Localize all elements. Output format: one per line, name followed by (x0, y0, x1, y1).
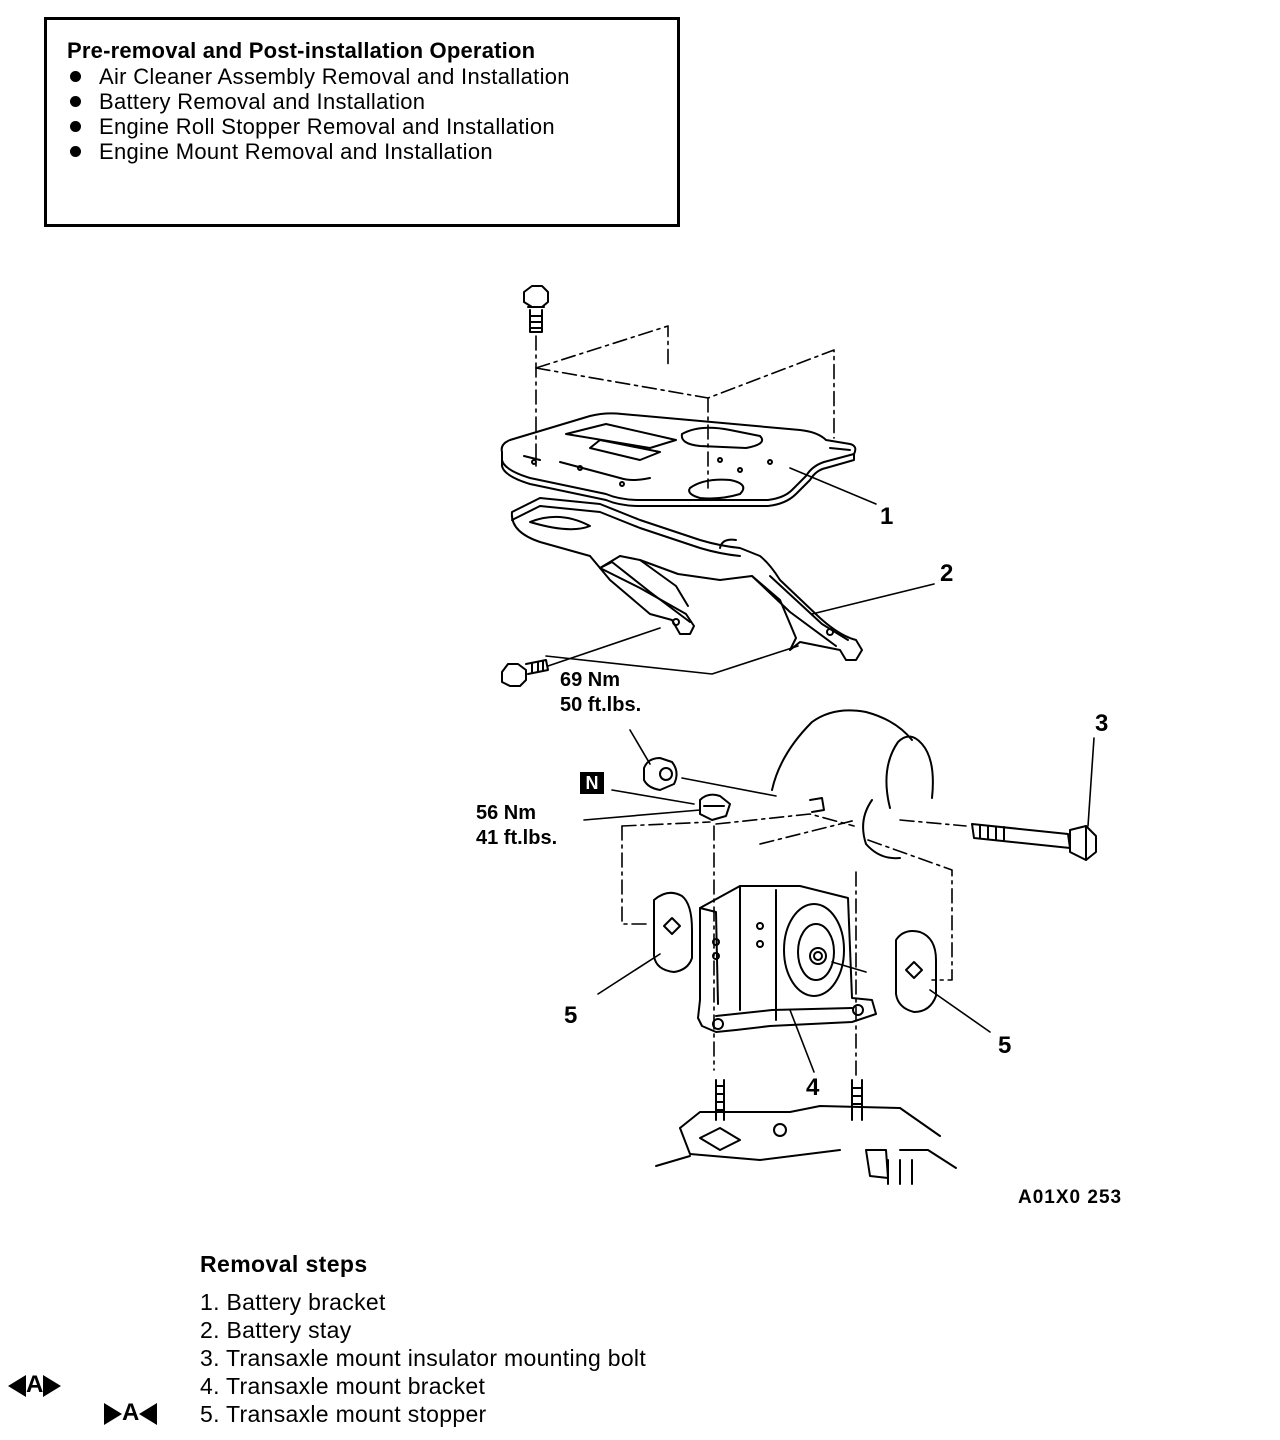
callout-5-left: 5 (564, 1002, 578, 1029)
pre-removal-item: Engine Mount Removal and Installation (67, 139, 677, 164)
nut-lower-icon (699, 793, 731, 821)
mount-bracket (697, 885, 877, 1033)
mark-a-outward: A (8, 1372, 62, 1398)
torque-spec-upper: 69 Nm 50 ft.lbs. (560, 669, 642, 716)
mark-a-inward: A (104, 1400, 158, 1426)
pre-removal-item: Air Cleaner Assembly Removal and Install… (67, 64, 677, 89)
pre-removal-box: Pre-removal and Post-installation Operat… (44, 17, 680, 227)
removal-step: 3. Transaxle mount insulator mounting bo… (200, 1345, 647, 1371)
removal-step: 1. Battery bracket (200, 1289, 386, 1315)
callout-5-right: 5 (998, 1032, 1012, 1059)
removal-step: 4. Transaxle mount bracket (200, 1373, 486, 1399)
battery-bracket (500, 412, 857, 507)
long-bolt-icon (971, 823, 1097, 861)
pre-removal-item: Engine Roll Stopper Removal and Installa… (67, 114, 677, 139)
removal-step: 2. Battery stay (200, 1317, 352, 1343)
bullet-icon (70, 96, 81, 107)
pre-removal-title: Pre-removal and Post-installation Operat… (67, 38, 536, 63)
transaxle-outline (771, 709, 934, 860)
torque-spec-lower: 56 Nm 41 ft.lbs. (476, 802, 558, 849)
arrow-left-icon (139, 1402, 158, 1425)
top-bolt-icon (523, 285, 549, 333)
bullet-icon (70, 71, 81, 82)
arrow-left-icon (8, 1374, 26, 1397)
bullet-icon (70, 121, 81, 132)
stopper-left (653, 891, 693, 973)
nut-upper-icon (643, 757, 678, 791)
pre-removal-list: Air Cleaner Assembly Removal and Install… (67, 64, 677, 164)
engine-block (655, 1105, 957, 1185)
stay-bolt-icon (501, 659, 549, 687)
arrow-right-icon (43, 1374, 62, 1397)
battery-stay (510, 497, 863, 661)
guide-lines-mount (621, 813, 967, 1081)
stopper-right (895, 930, 937, 1013)
studs-icon (715, 1079, 863, 1121)
callout-4: 4 (806, 1074, 820, 1101)
pre-removal-item: Battery Removal and Installation (67, 89, 677, 114)
removal-steps-title: Removal steps (200, 1251, 368, 1277)
guide-lines-plate (535, 325, 835, 489)
bullet-icon (70, 146, 81, 157)
callout-3: 3 (1095, 710, 1109, 737)
callout-1: 1 (880, 503, 894, 530)
arrow-right-icon (104, 1402, 122, 1425)
removal-step: 5. Transaxle mount stopper (200, 1401, 487, 1427)
removal-steps-list: 1. Battery bracket 2. Battery stay 3. Tr… (200, 1288, 646, 1428)
figure-code: A01X0 253 (1018, 1187, 1123, 1208)
callout-2: 2 (940, 560, 954, 587)
n-mark-badge: N (580, 772, 604, 794)
